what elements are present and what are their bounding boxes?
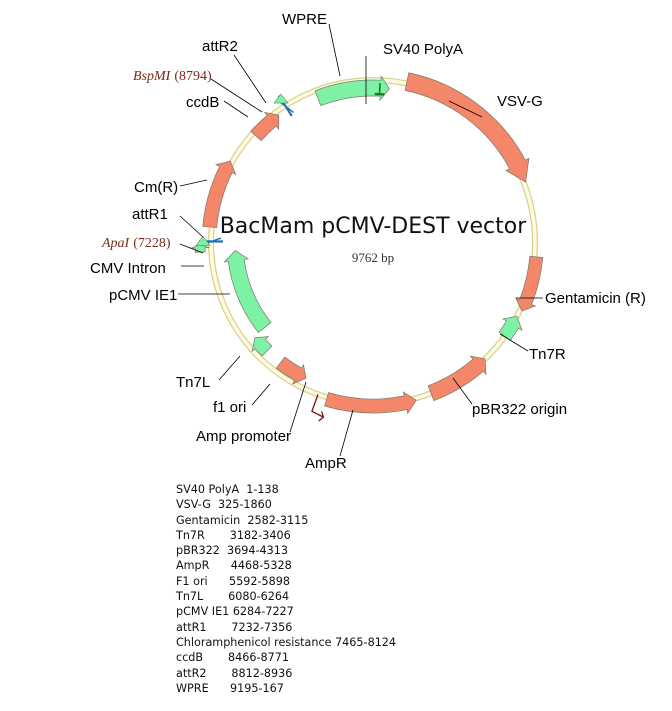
label-ccdb: ccdB	[186, 94, 219, 111]
site-apai: ApaI(7228)	[101, 236, 171, 251]
feature-arrow-tn7r	[498, 315, 523, 341]
label-tn7r: Tn7R	[529, 346, 566, 363]
label-gentamicin: Gentamicin (R)	[545, 290, 646, 307]
label-cmr: Cm(R)	[134, 179, 178, 196]
legend-row: Gentamicin 2582-3115	[176, 513, 309, 527]
label-ampr: AmpR	[305, 455, 347, 472]
legend-row: ccdB 8466-8771	[176, 651, 289, 665]
feature-arrow-wpre	[314, 75, 390, 107]
map-size: 9762 bp	[352, 250, 394, 265]
feature-arrow-gentamicin-r-	[515, 255, 544, 312]
feature-labels: WPRE SV40 PolyA VSV-G attR2 BspMI(8794) …	[90, 11, 646, 472]
feature-arrow-attr1	[195, 235, 211, 246]
feature-arrow-f1-ori	[275, 356, 307, 385]
label-tn7l: Tn7L	[176, 374, 210, 391]
label-vsv-g: VSV-G	[497, 93, 543, 110]
feature-arrow-pbr322-origin	[427, 355, 487, 402]
feature-arrow-vsv-g	[404, 72, 530, 183]
feature-arrow-tn7l	[251, 336, 273, 357]
plasmid-map: WPRE SV40 PolyA VSV-G attR2 BspMI(8794) …	[90, 11, 646, 472]
label-wpre: WPRE	[282, 11, 327, 28]
map-title: BacMam pCMV-DEST vector	[220, 214, 528, 239]
site-bspmi: BspMI(8794)	[133, 69, 212, 84]
label-f1-ori: f1 ori	[213, 399, 246, 416]
label-cmv-intron: CMV Intron	[90, 260, 166, 277]
legend-row: pCMV IE1 6284-7227	[176, 605, 294, 619]
feature-arrow-pcmv-ie1	[223, 250, 272, 333]
feature-arrow-ccdb	[250, 111, 280, 142]
legend-row: F1 ori 5592-5898	[176, 574, 290, 588]
leader-lines	[178, 23, 543, 457]
label-pcmv-ie1: pCMV IE1	[109, 287, 177, 304]
label-pbr322-origin: pBR322 origin	[472, 401, 567, 418]
label-attr2: attR2	[202, 38, 238, 55]
feature-arrow-cm-r-	[202, 160, 237, 229]
legend-row: attR1 7232-7356	[176, 620, 293, 634]
legend-row: SV40 PolyA 1-138	[176, 483, 279, 496]
legend-row: pBR322 3694-4313	[176, 544, 288, 558]
legend-row: Tn7L 6080-6264	[176, 590, 290, 604]
legend-row: attR2 8812-8936	[176, 666, 293, 680]
label-amp-promoter: Amp promoter	[196, 428, 291, 445]
feature-arrows	[190, 72, 544, 415]
feature-mark-amp-promoter	[311, 394, 324, 418]
feature-arrow-ampr	[324, 391, 417, 415]
legend-row: Tn7R 3182-3406	[176, 528, 291, 542]
legend-row: WPRE 9195-167	[176, 681, 284, 695]
legend-row: Chloramphenicol resistance 7465-8124	[176, 635, 397, 649]
label-sv40-polya: SV40 PolyA	[383, 41, 463, 58]
label-attr1: attR1	[132, 206, 168, 223]
legend-row: VSV-G 325-1860	[176, 498, 272, 512]
feature-arrow-attr2	[273, 93, 289, 104]
legend-row: AmpR 4468-5328	[176, 559, 292, 573]
feature-mark-amp-promoter-head	[318, 411, 325, 422]
feature-marks	[195, 83, 385, 422]
